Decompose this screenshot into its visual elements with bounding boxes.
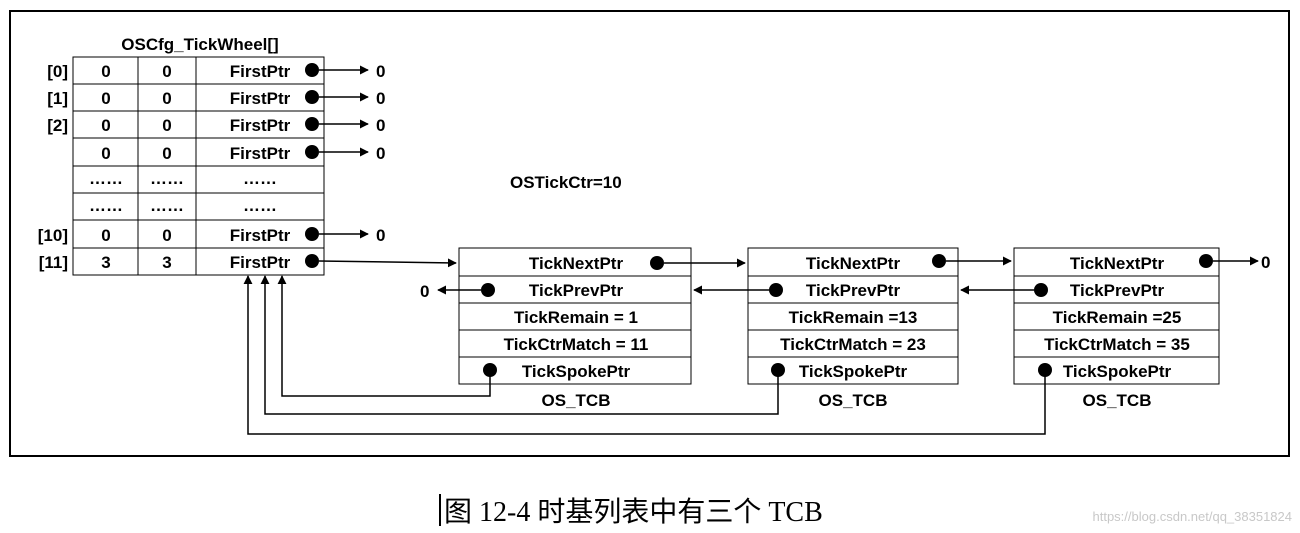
pointer-dot: [650, 256, 664, 270]
wheel-ellipsis: ……: [243, 196, 277, 215]
diagram-frame: [9, 10, 1290, 457]
pointer-dot: [305, 63, 319, 77]
first-ptr-label: FirstPtr: [230, 62, 291, 81]
tick-spoke-ptr: TickSpokePtr: [799, 362, 908, 381]
wheel-cell: 0: [162, 62, 171, 81]
pointer-dot: [305, 90, 319, 104]
wheel-ellipsis: ……: [150, 169, 184, 188]
tick-prev-ptr: TickPrevPtr: [1070, 281, 1165, 300]
wheel-cell: 0: [101, 89, 110, 108]
wheel-cell: 0: [101, 62, 110, 81]
tcb-label: OS_TCB: [1083, 391, 1152, 410]
tick-ctr-match: TickCtrMatch = 35: [1044, 335, 1190, 354]
null-target: 0: [376, 89, 385, 108]
first-ptr-label: FirstPtr: [230, 226, 291, 245]
pointer-dot: [481, 283, 495, 297]
pointer-dot: [305, 117, 319, 131]
wheel-cell: 0: [162, 116, 171, 135]
tick-spoke-ptr: TickSpokePtr: [1063, 362, 1172, 381]
pointer-dot: [305, 145, 319, 159]
wheel-rows: [0] 0 0 FirstPtr 0 [1] 0 0 FirstPtr 0 [2…: [38, 62, 457, 272]
tick-next-ptr: TickNextPtr: [806, 254, 901, 273]
null-target: 0: [376, 144, 385, 163]
null-prev-target: 0: [420, 282, 429, 301]
pointer-dot: [1034, 283, 1048, 297]
wheel-index: [11]: [39, 253, 68, 272]
tick-remain: TickRemain = 1: [514, 308, 638, 327]
tcb-label: OS_TCB: [819, 391, 888, 410]
wheel-cell: 3: [101, 253, 110, 272]
tcb-label: OS_TCB: [542, 391, 611, 410]
figure-caption: 图 12-4 时基列表中有三个 TCB: [444, 496, 823, 528]
null-target: 0: [376, 116, 385, 135]
wheel-ellipsis: ……: [150, 196, 184, 215]
link-arrows: [243, 256, 1259, 435]
wheel-cell: 3: [162, 253, 171, 272]
first-ptr-label: FirstPtr: [230, 89, 291, 108]
pointer-dot: [1199, 254, 1213, 268]
tick-counter: OSTickCtr=10: [510, 173, 622, 192]
first-ptr-label: FirstPtr: [230, 116, 291, 135]
pointer-dot: [769, 283, 783, 297]
first-ptr-label: FirstPtr: [230, 144, 291, 163]
wheel-cell: 0: [101, 116, 110, 135]
wheel-index: [0]: [47, 62, 68, 81]
first-ptr-label: FirstPtr: [230, 253, 291, 272]
wheel-table: [72, 56, 325, 276]
wheel-ellipsis: ……: [89, 196, 123, 215]
wheel-cell: 0: [101, 144, 110, 163]
tick-remain: TickRemain =25: [1053, 308, 1182, 327]
tick-prev-ptr: TickPrevPtr: [806, 281, 901, 300]
pointer-dot: [305, 254, 319, 268]
null-target: 0: [376, 226, 385, 245]
tick-prev-ptr: TickPrevPtr: [529, 281, 624, 300]
pointer-arrow-to-tcb: [318, 258, 457, 268]
tcb-2: TickNextPtr TickPrevPtr TickRemain =13 T…: [747, 247, 959, 410]
wheel-cell: 0: [162, 89, 171, 108]
tick-remain: TickRemain =13: [789, 308, 918, 327]
wheel-cell: 0: [101, 226, 110, 245]
tick-next-ptr: TickNextPtr: [529, 254, 624, 273]
wheel-title: OSCfg_TickWheel[]: [121, 35, 278, 54]
wheel-index: [10]: [38, 226, 68, 245]
pointer-dot: [932, 254, 946, 268]
wheel-cell: 0: [162, 226, 171, 245]
wheel-cell: 0: [162, 144, 171, 163]
pointer-dot: [305, 227, 319, 241]
tick-spoke-ptr: TickSpokePtr: [522, 362, 631, 381]
null-next-target: 0: [1261, 253, 1270, 272]
wheel-ellipsis: ……: [89, 169, 123, 188]
wheel-ellipsis: ……: [243, 169, 277, 188]
tcb-1: TickNextPtr TickPrevPtr TickRemain = 1 T…: [458, 247, 692, 410]
tick-ctr-match: TickCtrMatch = 23: [780, 335, 926, 354]
wheel-index: [1]: [47, 89, 68, 108]
tick-ctr-match: TickCtrMatch = 11: [504, 335, 649, 354]
watermark: https://blog.csdn.net/qq_38351824: [1093, 509, 1293, 524]
tick-next-ptr: TickNextPtr: [1070, 254, 1165, 273]
wheel-index: [2]: [47, 116, 68, 135]
null-target: 0: [376, 62, 385, 81]
tcb-3: TickNextPtr TickPrevPtr TickRemain =25 T…: [1013, 247, 1220, 410]
